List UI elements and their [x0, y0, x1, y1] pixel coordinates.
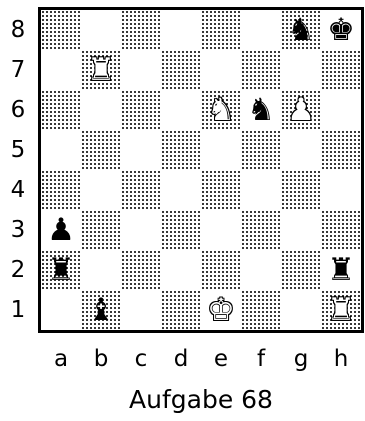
black-bishop-icon[interactable]: ♝: [81, 290, 121, 330]
square-c6[interactable]: [121, 90, 161, 130]
square-c1[interactable]: [121, 290, 161, 330]
square-b7[interactable]: ♜: [81, 50, 121, 90]
square-a7[interactable]: [41, 50, 81, 90]
square-c7[interactable]: [121, 50, 161, 90]
square-g7[interactable]: [281, 50, 321, 90]
white-rook-icon[interactable]: ♜: [321, 290, 361, 330]
square-a2[interactable]: ♜: [41, 250, 81, 290]
square-d4[interactable]: [161, 170, 201, 210]
square-d3[interactable]: [161, 210, 201, 250]
square-c4[interactable]: [121, 170, 161, 210]
square-e7[interactable]: [201, 50, 241, 90]
black-knight-icon[interactable]: ♞: [241, 90, 281, 130]
square-e5[interactable]: [201, 130, 241, 170]
square-b5[interactable]: [81, 130, 121, 170]
file-label-f: f: [241, 344, 281, 374]
square-a6[interactable]: [41, 90, 81, 130]
square-f8[interactable]: [241, 10, 281, 50]
square-b2[interactable]: [81, 250, 121, 290]
square-b8[interactable]: [81, 10, 121, 50]
square-a3[interactable]: ♟: [41, 210, 81, 250]
square-f7[interactable]: [241, 50, 281, 90]
square-d8[interactable]: [161, 10, 201, 50]
rank-label-4: 4: [6, 170, 30, 210]
file-label-c: c: [121, 344, 161, 374]
square-e4[interactable]: [201, 170, 241, 210]
square-a4[interactable]: [41, 170, 81, 210]
white-rook-icon[interactable]: ♜: [81, 50, 121, 90]
square-h4[interactable]: [321, 170, 361, 210]
black-king-icon[interactable]: ♚: [321, 10, 361, 50]
black-rook-icon[interactable]: ♜: [321, 250, 361, 290]
rank-label-7: 7: [6, 50, 30, 90]
white-king-icon[interactable]: ♚: [201, 290, 241, 330]
square-f1[interactable]: [241, 290, 281, 330]
square-e3[interactable]: [201, 210, 241, 250]
square-c5[interactable]: [121, 130, 161, 170]
square-g6[interactable]: ♟: [281, 90, 321, 130]
square-d6[interactable]: [161, 90, 201, 130]
square-c8[interactable]: [121, 10, 161, 50]
white-knight-icon[interactable]: ♞: [201, 90, 241, 130]
square-c3[interactable]: [121, 210, 161, 250]
square-f3[interactable]: [241, 210, 281, 250]
square-f4[interactable]: [241, 170, 281, 210]
square-e8[interactable]: [201, 10, 241, 50]
square-a5[interactable]: [41, 130, 81, 170]
file-label-d: d: [161, 344, 201, 374]
square-h6[interactable]: [321, 90, 361, 130]
square-d7[interactable]: [161, 50, 201, 90]
square-d5[interactable]: [161, 130, 201, 170]
square-e6[interactable]: ♞: [201, 90, 241, 130]
file-label-e: e: [201, 344, 241, 374]
square-h2[interactable]: ♜: [321, 250, 361, 290]
rank-label-1: 1: [6, 290, 30, 330]
white-pawn-icon[interactable]: ♟: [281, 90, 321, 130]
square-d1[interactable]: [161, 290, 201, 330]
square-b6[interactable]: [81, 90, 121, 130]
chess-board-frame: ♞♚♜♞♞♟♟♜♜♝♚♜: [38, 7, 364, 333]
file-label-h: h: [321, 344, 361, 374]
square-h3[interactable]: [321, 210, 361, 250]
square-b3[interactable]: [81, 210, 121, 250]
square-h5[interactable]: [321, 130, 361, 170]
black-rook-icon[interactable]: ♜: [41, 250, 81, 290]
square-g8[interactable]: ♞: [281, 10, 321, 50]
square-h8[interactable]: ♚: [321, 10, 361, 50]
square-b4[interactable]: [81, 170, 121, 210]
rank-label-5: 5: [6, 130, 30, 170]
square-h7[interactable]: [321, 50, 361, 90]
square-g1[interactable]: [281, 290, 321, 330]
rank-label-6: 6: [6, 90, 30, 130]
square-g4[interactable]: [281, 170, 321, 210]
square-e1[interactable]: ♚: [201, 290, 241, 330]
rank-label-8: 8: [6, 10, 30, 50]
rank-label-2: 2: [6, 250, 30, 290]
puzzle-caption: Aufgabe 68: [38, 382, 364, 418]
square-a1[interactable]: [41, 290, 81, 330]
square-d2[interactable]: [161, 250, 201, 290]
square-b1[interactable]: ♝: [81, 290, 121, 330]
file-label-g: g: [281, 344, 321, 374]
square-c2[interactable]: [121, 250, 161, 290]
file-label-a: a: [41, 344, 81, 374]
file-label-b: b: [81, 344, 121, 374]
square-f5[interactable]: [241, 130, 281, 170]
black-pawn-icon[interactable]: ♟: [41, 210, 81, 250]
square-e2[interactable]: [201, 250, 241, 290]
black-knight-icon[interactable]: ♞: [281, 10, 321, 50]
chess-board: ♞♚♜♞♞♟♟♜♜♝♚♜: [41, 10, 361, 330]
square-a8[interactable]: [41, 10, 81, 50]
square-g5[interactable]: [281, 130, 321, 170]
square-h1[interactable]: ♜: [321, 290, 361, 330]
rank-label-3: 3: [6, 210, 30, 250]
square-g2[interactable]: [281, 250, 321, 290]
square-g3[interactable]: [281, 210, 321, 250]
square-f6[interactable]: ♞: [241, 90, 281, 130]
square-f2[interactable]: [241, 250, 281, 290]
